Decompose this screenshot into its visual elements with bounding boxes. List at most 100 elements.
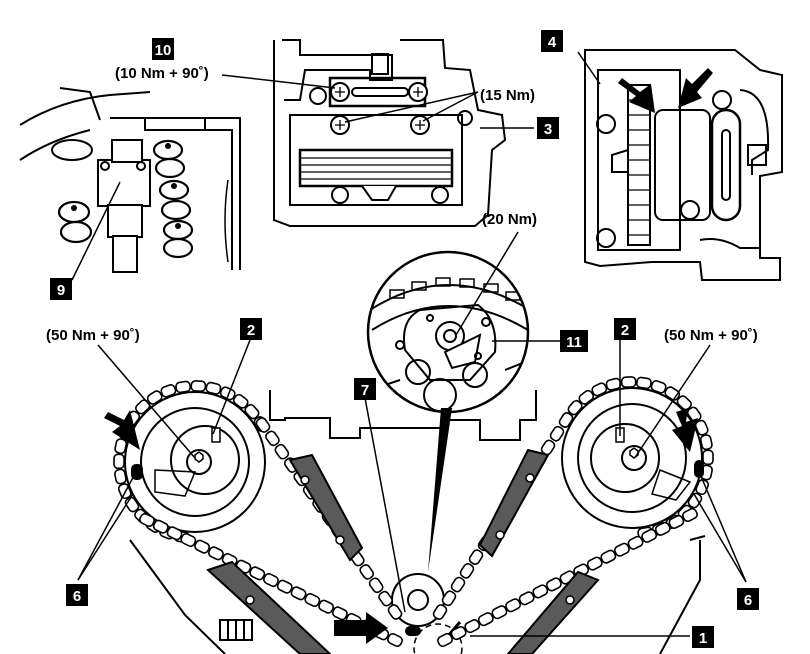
right-camshaft-sprocket xyxy=(561,387,703,529)
chain-link xyxy=(219,386,236,401)
chain-link xyxy=(441,590,457,607)
chain-link xyxy=(359,564,375,580)
chain-link xyxy=(232,393,249,409)
chain-link xyxy=(276,579,293,594)
chain-link xyxy=(641,528,658,543)
chain-link xyxy=(207,546,224,561)
bearing-cap-detail xyxy=(273,39,507,227)
leaders-main xyxy=(77,339,747,637)
chain-link xyxy=(274,443,290,460)
torque-label-2-right: (50 Nm + 90˚) xyxy=(664,327,758,344)
chain-link xyxy=(694,419,709,436)
callout-2-left: 2 xyxy=(247,322,255,339)
chain-link xyxy=(545,577,562,592)
callout-box-2-left xyxy=(240,318,262,340)
chain-link xyxy=(620,376,637,389)
chain-link xyxy=(650,380,667,394)
chain-link xyxy=(676,395,692,411)
callout-box-3 xyxy=(537,117,559,139)
callout-box-7 xyxy=(354,378,376,400)
chain-link xyxy=(139,512,155,528)
chain-link xyxy=(318,599,335,614)
callout-10: 10 xyxy=(155,42,172,59)
chain-link xyxy=(627,535,644,550)
chain-link xyxy=(591,382,608,397)
camshaft-detail xyxy=(19,87,241,273)
chain-link xyxy=(654,521,671,536)
chain-link xyxy=(567,399,583,416)
callout-2-right: 2 xyxy=(621,322,629,339)
callout-4: 4 xyxy=(548,34,557,51)
chain-link xyxy=(331,606,348,621)
chain-link xyxy=(702,449,714,466)
chain-link xyxy=(190,380,207,393)
crankshaft-sprocket xyxy=(391,573,463,654)
callout-box-2-right xyxy=(614,318,636,340)
chain-link xyxy=(152,519,169,534)
chain-link xyxy=(368,577,384,594)
callout-1: 1 xyxy=(699,630,707,647)
bolt-bottom-left xyxy=(219,619,253,641)
chain-link xyxy=(450,626,467,641)
chain-link xyxy=(114,438,128,455)
chain-link xyxy=(205,381,222,395)
callout-9: 9 xyxy=(57,282,65,299)
chain-link xyxy=(378,590,393,607)
indicator-arrows xyxy=(104,408,698,644)
chain-link xyxy=(699,434,713,451)
chain-link xyxy=(244,403,260,420)
chain-link xyxy=(549,425,565,442)
engine-housing xyxy=(129,390,706,654)
chain-link xyxy=(600,549,617,564)
chain-link xyxy=(175,380,192,394)
chain-link xyxy=(491,605,508,620)
chain-link xyxy=(166,526,183,541)
left-camshaft-sprocket xyxy=(124,391,266,533)
chain-link xyxy=(290,586,307,601)
callout-box-10 xyxy=(152,38,174,60)
tensioner-arrows xyxy=(618,68,713,113)
callout-box-4 xyxy=(541,30,563,52)
chain-link xyxy=(459,563,475,579)
leaders-bearing-cap xyxy=(221,74,534,129)
chain-link xyxy=(532,584,549,599)
chain-link xyxy=(578,389,595,405)
zoom-detail-11 xyxy=(366,231,560,572)
chain-link xyxy=(146,390,163,405)
leader-9 xyxy=(71,181,121,281)
chain-link xyxy=(682,507,698,523)
chain-link xyxy=(635,376,652,390)
chain-link xyxy=(249,566,266,581)
chain-link xyxy=(468,549,484,565)
callout-box-11 xyxy=(560,330,588,352)
bolt-group-3 xyxy=(330,82,430,135)
callout-6-right: 6 xyxy=(744,592,752,609)
chain-link xyxy=(180,532,197,548)
chain-link xyxy=(686,406,702,423)
torque-label-10: (10 Nm + 90˚) xyxy=(115,65,209,82)
chain-link xyxy=(387,604,403,620)
chain-link xyxy=(263,572,279,588)
callout-11: 11 xyxy=(566,334,582,351)
chain-link xyxy=(614,542,630,557)
callout-6-left: 6 xyxy=(73,588,81,605)
chain-link xyxy=(113,453,125,470)
chain-link xyxy=(387,632,403,648)
chain-link xyxy=(194,539,211,554)
chain-link xyxy=(668,514,685,529)
torque-label-2-left: (50 Nm + 90˚) xyxy=(46,327,140,344)
chain-link xyxy=(464,619,481,634)
chain-link xyxy=(255,417,271,433)
chain-link xyxy=(265,430,280,447)
callout-7: 7 xyxy=(361,382,369,399)
callout-box-9 xyxy=(50,278,72,300)
callout-box-6-right xyxy=(737,588,759,610)
torque-label-11: (20 Nm) xyxy=(482,211,537,228)
chain-guides xyxy=(206,448,600,654)
tensioner-detail xyxy=(584,49,783,281)
chain-link xyxy=(432,604,448,620)
chain-link xyxy=(558,412,574,428)
callout-box-6-left xyxy=(66,584,88,606)
callout-3: 3 xyxy=(544,121,552,138)
